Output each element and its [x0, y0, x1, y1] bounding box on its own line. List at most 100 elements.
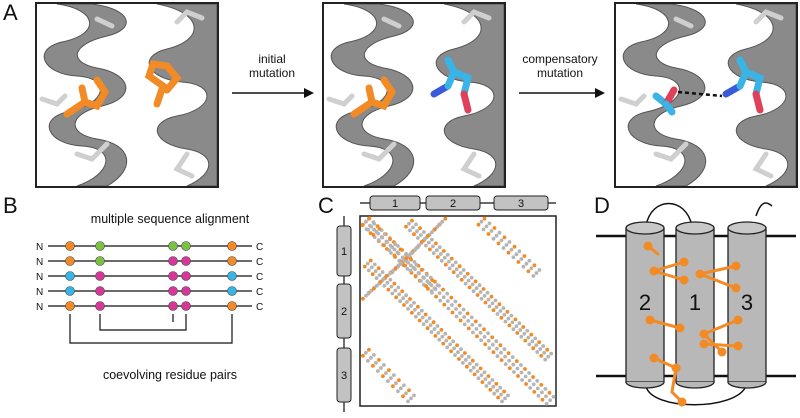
- background-point: [425, 273, 429, 277]
- background-point: [366, 291, 371, 296]
- background-point: [452, 346, 456, 351]
- contact-point: [370, 272, 375, 277]
- background-point: [409, 263, 413, 268]
- contact-point: [457, 303, 462, 308]
- background-point: [460, 354, 464, 358]
- background-point: [435, 324, 440, 328]
- background-point: [411, 265, 416, 270]
- background-point: [441, 295, 446, 299]
- contact-point: [368, 231, 373, 235]
- contact-point: [459, 277, 464, 282]
- background-point: [416, 311, 421, 316]
- contact-point: [361, 296, 365, 301]
- background-point: [534, 271, 539, 275]
- arrow-label-compensatory-mutation: compensatory mutation: [522, 52, 598, 80]
- background-point: [445, 291, 450, 296]
- background-point: [385, 240, 389, 245]
- contact-point: [513, 317, 518, 322]
- msa-row-end-label: C: [256, 257, 263, 268]
- contact-point: [367, 216, 371, 221]
- background-point: [415, 229, 419, 234]
- background-point: [511, 362, 516, 367]
- background-point: [421, 322, 426, 327]
- background-point: [372, 227, 376, 232]
- hydrogen-bond: [677, 90, 723, 98]
- contact-point: [478, 366, 483, 371]
- msa-row-start-label: N: [36, 242, 43, 253]
- contact-point: [431, 320, 436, 325]
- background-point: [477, 283, 482, 288]
- contact-point: [467, 285, 472, 290]
- background-point: [511, 255, 516, 260]
- panel-label-c: C: [318, 193, 334, 218]
- background-point: [506, 393, 510, 398]
- helix-2-label: 2: [639, 290, 651, 315]
- arrow-label-initial-mutation: initial mutation: [248, 52, 296, 80]
- background-point: [503, 319, 508, 324]
- contact-point: [512, 244, 517, 249]
- contact-point: [416, 304, 420, 309]
- msa-residue-magenta: [181, 301, 191, 311]
- contact-point: [447, 335, 452, 340]
- background-point: [373, 269, 378, 274]
- contact-point: [451, 270, 456, 275]
- contact-point: [450, 310, 455, 315]
- contact-point: [418, 226, 422, 231]
- background-point: [534, 343, 539, 348]
- background-point: [388, 271, 392, 276]
- contact-point: [443, 216, 448, 221]
- msa-residue-magenta: [168, 286, 178, 296]
- contact-point: [392, 281, 397, 286]
- background-point: [471, 330, 475, 335]
- contact-point: [428, 247, 432, 252]
- background-point: [372, 353, 376, 357]
- background-point: [520, 378, 524, 382]
- coevolving-pairs-label: coevolving residue pairs: [102, 368, 238, 382]
- msa-residue-magenta: [168, 301, 178, 311]
- contact-point: [449, 295, 454, 300]
- background-point: [527, 342, 532, 347]
- background-point: [453, 299, 458, 304]
- contact-point: [466, 326, 471, 331]
- msa-row-start-label: N: [36, 287, 43, 298]
- background-point: [527, 371, 531, 375]
- background-point: [494, 233, 499, 238]
- background-point: [507, 240, 512, 244]
- background-point: [419, 233, 423, 237]
- helix-3-label: 3: [741, 290, 753, 315]
- background-point: [526, 335, 531, 340]
- msa-residue-orange: [65, 256, 75, 266]
- background-point: [471, 289, 476, 294]
- contact-point: [408, 297, 412, 301]
- background-point: [443, 331, 448, 336]
- background-point: [519, 363, 523, 367]
- contact-point: [394, 295, 399, 300]
- panel-label-d: D: [594, 193, 610, 218]
- background-point: [374, 276, 379, 280]
- contact-point: [492, 226, 497, 230]
- background-point: [437, 291, 442, 295]
- background-point: [384, 371, 388, 375]
- background-point: [390, 245, 395, 250]
- background-point: [374, 361, 378, 365]
- background-point: [522, 331, 527, 336]
- background-point: [382, 283, 387, 288]
- background-point: [395, 250, 400, 255]
- background-point: [405, 267, 410, 271]
- background-point: [527, 378, 532, 383]
- contact-point: [531, 346, 536, 351]
- contact-point: [409, 257, 413, 262]
- contact-point: [413, 274, 418, 278]
- background-point: [487, 304, 492, 309]
- background-point: [533, 336, 538, 341]
- background-point: [366, 268, 371, 273]
- background-point: [535, 386, 540, 391]
- background-point: [406, 260, 410, 265]
- structure-tile-compensatory-mutation: [614, 2, 798, 188]
- helix-1: 1: [675, 221, 715, 389]
- contact-point: [529, 332, 534, 337]
- contact-point: [475, 334, 479, 339]
- background-point: [495, 312, 500, 316]
- background-point: [454, 314, 459, 319]
